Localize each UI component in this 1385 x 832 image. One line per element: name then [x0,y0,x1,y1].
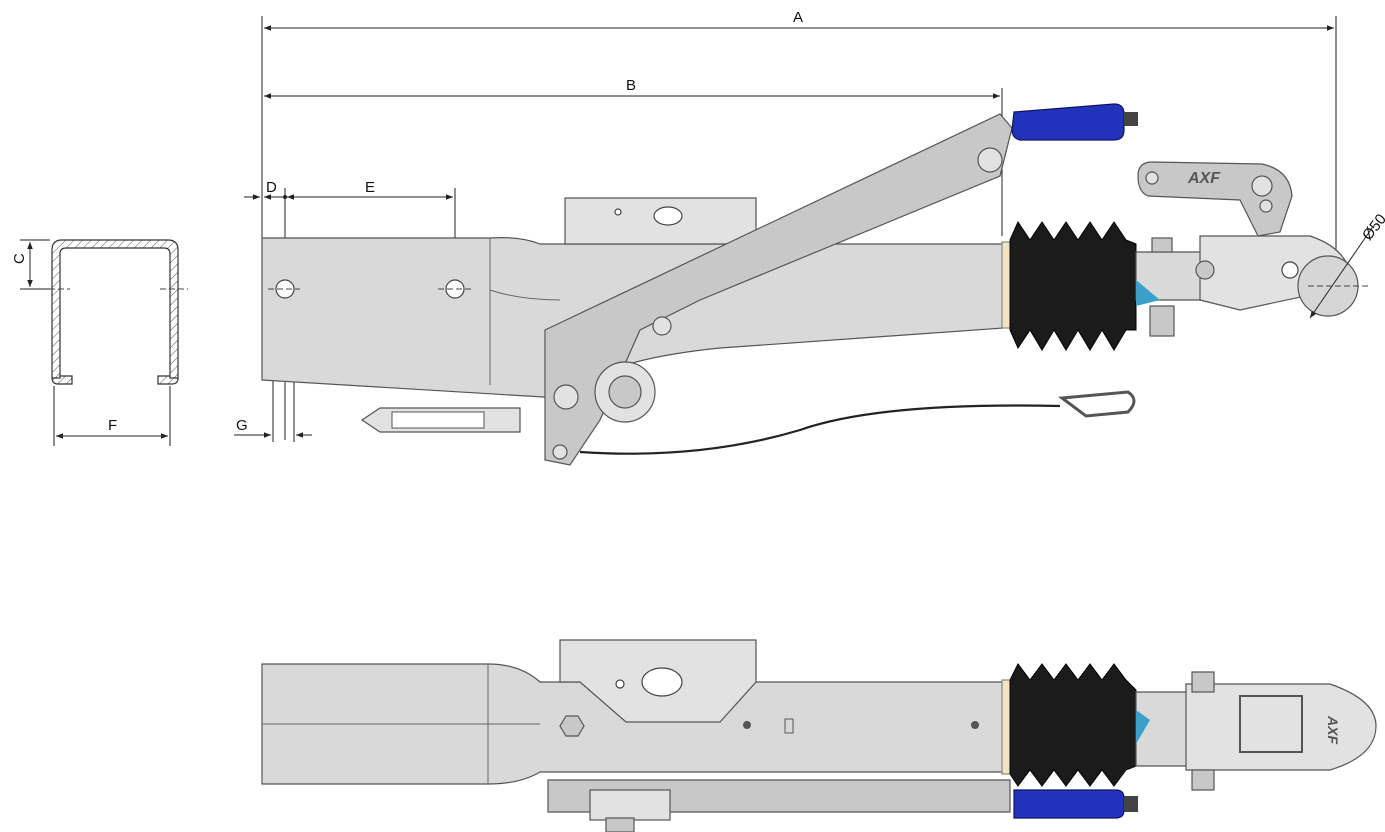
dim-label-f: F [108,417,117,434]
dim-label-g: G [236,417,248,434]
dim-label-c: C [11,253,28,264]
lever-handle-grip-top [1013,789,1138,819]
mount-hole-2 [445,279,465,299]
bellows-ring-top [1001,679,1011,775]
mount-hole-1 [275,279,295,299]
turnbuckle [360,407,521,433]
bellows-top [1009,663,1137,787]
dim-label-d: D [266,179,277,196]
ball-socket: Ø50 [1297,211,1385,319]
dimension-c: C [11,239,50,290]
damper-hub [553,316,672,423]
dimension-a: A [261,9,1337,282]
dim-label-ball-diameter: Ø50 [1359,211,1385,244]
coupling-handle: AXF [1137,161,1293,237]
dim-label-b: B [626,77,636,94]
channel-cross-section [40,239,188,385]
bellows-ring [1001,241,1011,329]
dim-label-a: A [793,9,803,26]
drawbar-top [261,639,1005,785]
handbrake-lever [544,113,1013,466]
coupling-head-top: AXF [1135,671,1377,791]
bracket-side [564,197,757,245]
lower-assembly-top [547,779,1011,832]
dim-label-e: E [365,179,375,196]
bellows-side [1009,220,1137,351]
lever-handle-grip [1011,103,1138,141]
breakaway-cable [579,390,1136,455]
dimension-f: F [53,386,171,446]
coupling-logo: AXF [1187,170,1221,187]
coupling-logo-top: AXF [1325,715,1341,744]
dimension-g: G [234,380,312,442]
coupling-head-side [1135,235,1353,337]
